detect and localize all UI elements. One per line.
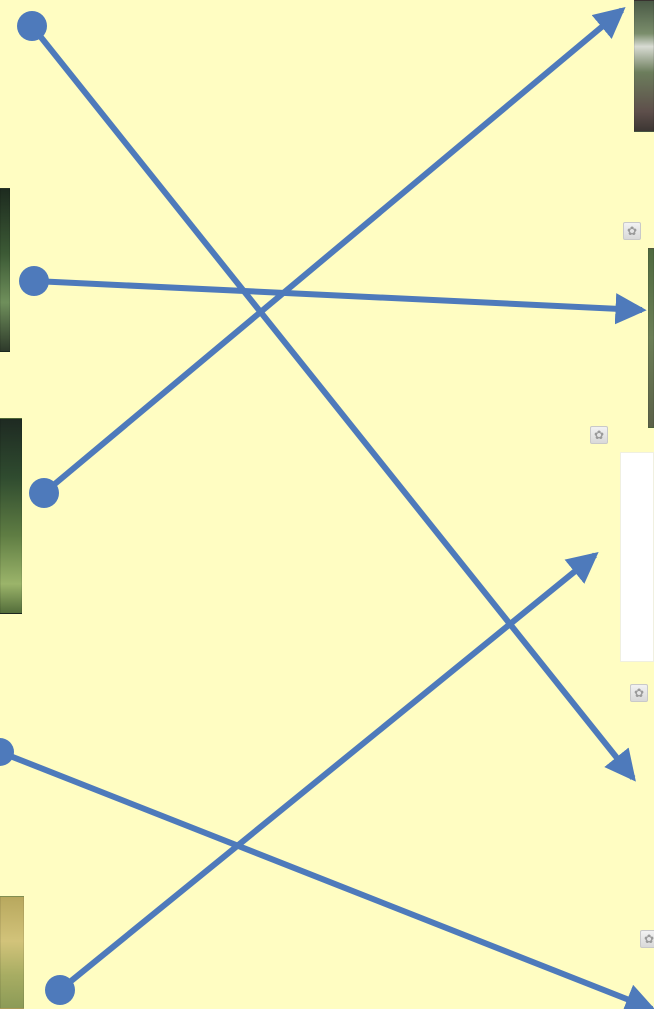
left-image-3[interactable] xyxy=(0,896,24,1009)
left-image-1[interactable] xyxy=(0,188,10,352)
left-dot-4[interactable] xyxy=(0,738,14,766)
right-image-3[interactable] xyxy=(620,452,654,662)
gear-icon[interactable]: ✿ xyxy=(590,426,608,444)
arrow-1[interactable] xyxy=(29,24,636,782)
arrow-2[interactable] xyxy=(33,278,647,325)
arrow-5[interactable] xyxy=(58,552,599,993)
left-dot-1[interactable] xyxy=(17,11,47,41)
arrow-4[interactable] xyxy=(0,749,654,1009)
left-image-2[interactable] xyxy=(0,418,22,614)
left-dot-5[interactable] xyxy=(45,975,75,1005)
left-dot-2[interactable] xyxy=(19,266,49,296)
gear-icon[interactable]: ✿ xyxy=(630,684,648,702)
arrow-3[interactable] xyxy=(42,6,626,496)
gear-icon[interactable]: ✿ xyxy=(640,930,654,948)
left-dot-3[interactable] xyxy=(29,478,59,508)
gear-icon[interactable]: ✿ xyxy=(623,222,641,240)
